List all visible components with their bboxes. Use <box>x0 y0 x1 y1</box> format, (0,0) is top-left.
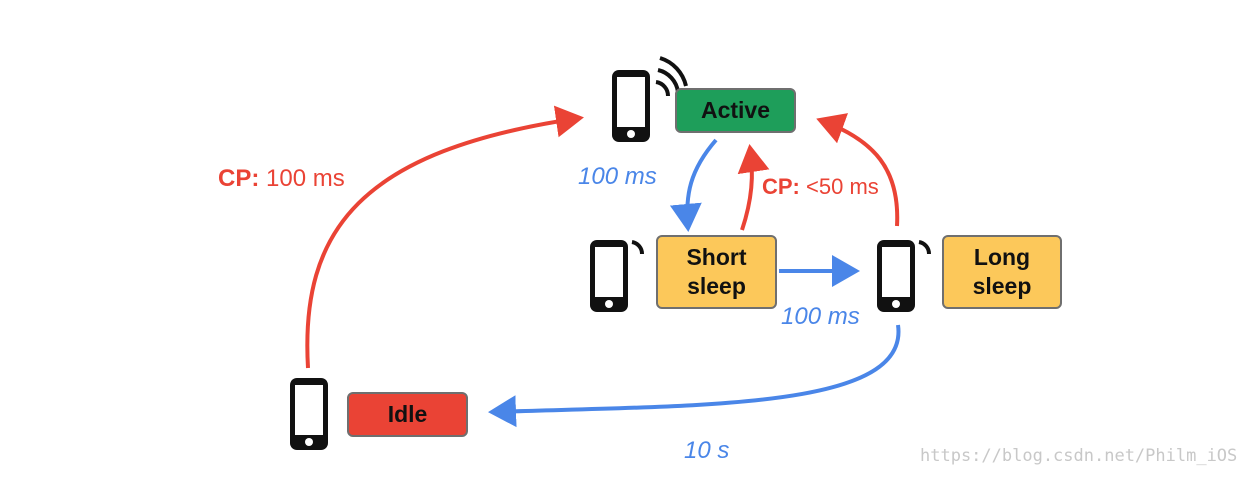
label-active-to-short: 100 ms <box>578 163 657 190</box>
arrow-idle-to-active <box>305 105 584 369</box>
label-short-to-long: 100 ms <box>781 303 860 330</box>
label-idle-to-active-prefix: CP: <box>218 165 260 192</box>
state-short-sleep-label: Short sleep <box>686 244 747 299</box>
phone-icon <box>590 240 645 312</box>
state-long-sleep: Long sleep <box>942 235 1062 309</box>
phone-icon <box>290 378 328 450</box>
label-idle-to-active-text: 100 ms <box>266 165 345 192</box>
state-active-label: Active <box>700 97 771 124</box>
label-long-to-idle: 10 s <box>684 437 730 464</box>
arrow-long-to-idle <box>488 324 901 428</box>
arrow-long-to-active <box>816 113 900 227</box>
label-short-to-active-text: <50 ms <box>806 174 879 199</box>
watermark: https://blog.csdn.net/Philm_iOS <box>920 446 1238 466</box>
label-short-to-active-prefix: CP: <box>762 174 800 199</box>
state-idle-label: Idle <box>387 401 428 428</box>
state-short-sleep: Short sleep <box>656 235 777 309</box>
state-idle: Idle <box>347 392 468 437</box>
label-short-to-active: CP: <50 ms <box>762 174 879 200</box>
state-long-sleep-label: Long sleep <box>972 244 1032 299</box>
arrow-active-to-short <box>669 138 718 232</box>
arrow-short-to-active <box>737 144 770 231</box>
phone-icon <box>877 240 932 312</box>
state-active: Active <box>675 88 796 133</box>
label-idle-to-active: CP: 100 ms <box>218 165 345 193</box>
